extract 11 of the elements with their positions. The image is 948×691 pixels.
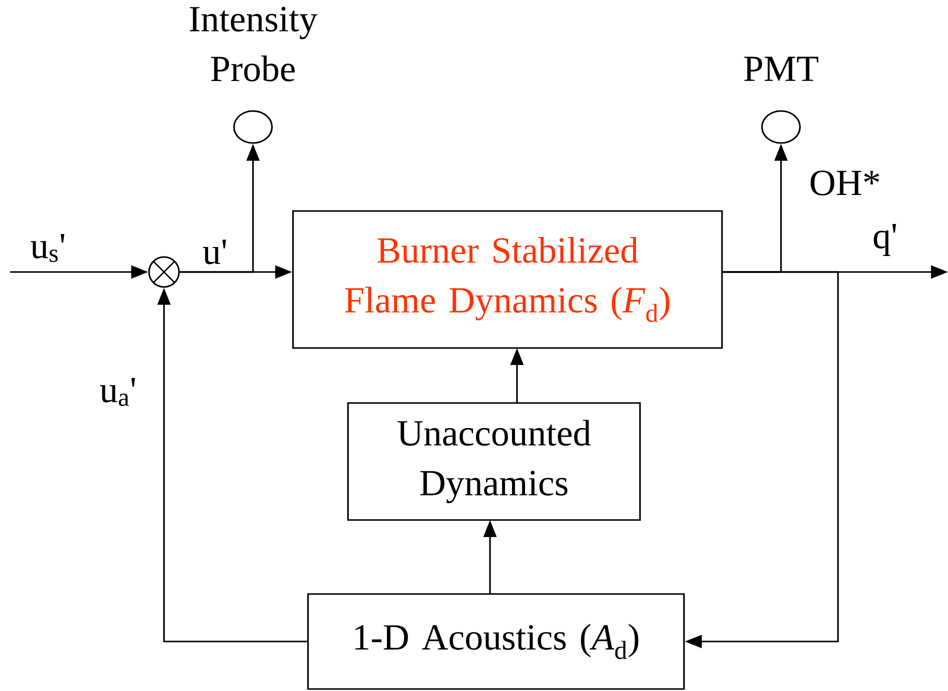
node-label: PMT	[744, 56, 818, 81]
summing-junction	[148, 256, 180, 288]
process-box: 1-D Acoustics (A$_{d}$)	[307, 593, 685, 690]
process-box: Burner Stabilized Flame Dynamics (F$_{d}$)	[292, 210, 723, 349]
edge-label: OH*	[810, 170, 880, 196]
edge-label: u$_{a}$'	[100, 378, 135, 406]
edge-label: u$_{s}$'	[30, 234, 64, 262]
node-label: Intensity Probe	[190, 6, 318, 82]
edge-label: u'	[202, 240, 226, 264]
process-box: Unaccounted Dynamics	[347, 402, 641, 521]
edge-label: q'	[874, 224, 896, 256]
